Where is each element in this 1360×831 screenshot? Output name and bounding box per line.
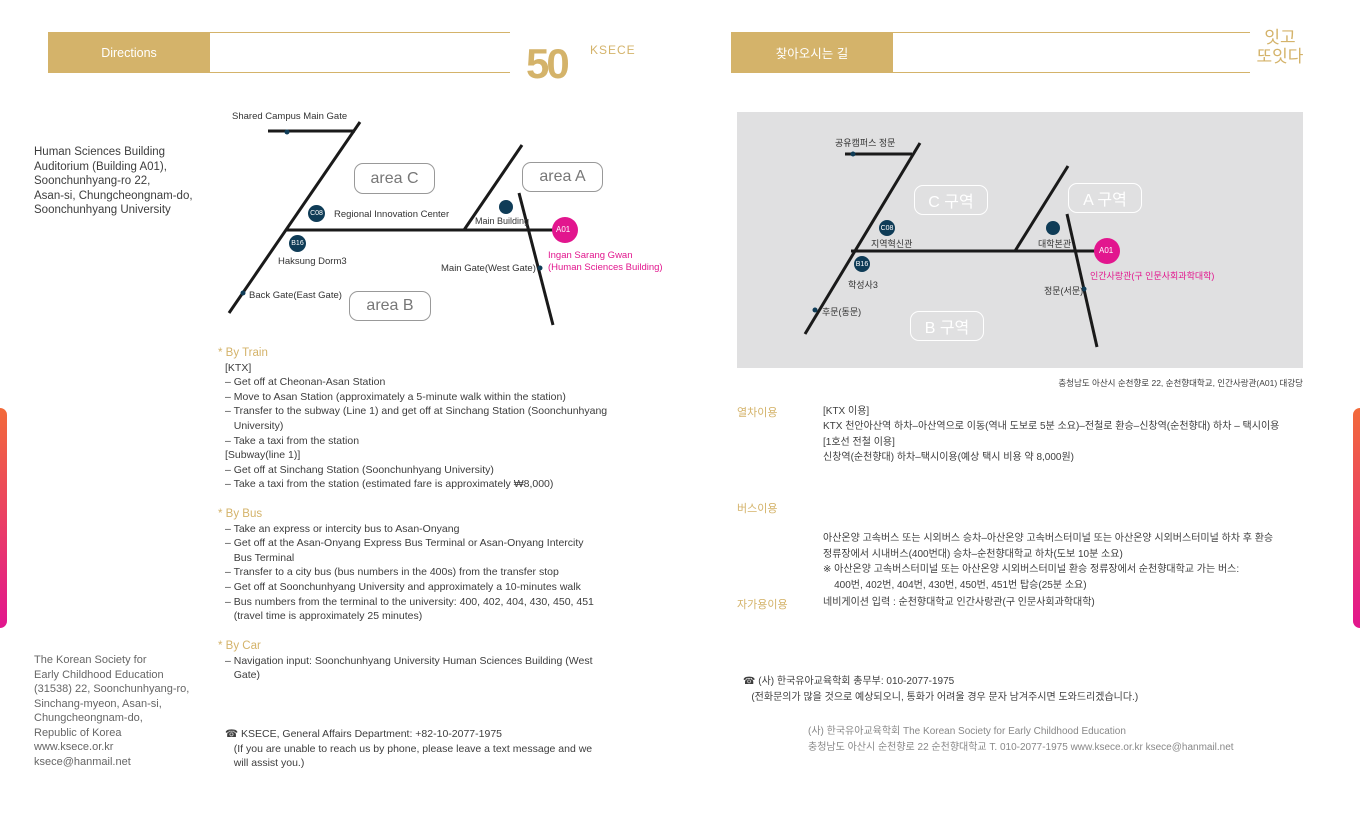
area-a-ko: A 구역 [1068,183,1142,213]
area-c: area C [354,163,435,194]
area-c-ko: C 구역 [914,185,988,215]
logo-ko: 잇고 또잇다 [1256,28,1304,66]
c08-marker: C08 [308,205,325,222]
c08-marker-ko: C08 [879,220,895,236]
regional-label-ko: 지역혁신관 [871,239,913,249]
area-b: area B [349,291,431,321]
main-building-label: Main Building [475,216,530,226]
header-directions-ko: 찾아오시는 길 [731,32,893,73]
by-car: * By Car – Navigation input: Soonchunhya… [218,640,593,682]
area-a: area A [522,162,603,192]
haksung-label: Haksung Dorm3 [278,256,347,267]
haksung-label-ko: 학성사3 [848,280,878,290]
car-info-ko: 네비게이션 입력 : 순천향대학교 인간사랑관(구 인문사회과학대학) [823,597,1095,608]
main-gate-label: Main Gate(West Gate) [441,263,536,274]
campus-map-ko [737,112,1303,368]
area-b-ko: B 구역 [910,311,984,341]
ingan-label: Ingan Sarang Gwan(Human Sciences Buildin… [548,250,663,273]
divider [210,72,510,73]
shared-gate-label: Shared Campus Main Gate [232,111,348,122]
main-building-label-ko: 대학본관 [1038,239,1072,249]
shared-gate-label-ko: 공유캠퍼스 정문 [835,138,896,148]
back-gate-label: Back Gate(East Gate) [249,290,342,301]
a01-label: A01 [556,225,571,234]
page-tab-left [0,408,7,628]
map-caption: 충청남도 아산시 순천향로 22, 순천향대학교, 인간사랑관(A01) 대강당 [1058,378,1303,388]
by-train: * By Train [KTX]– Get off at Cheonan-Asa… [218,347,608,491]
train-info-ko: [KTX 이용]KTX 천안아산역 하차–아산역으로 이동(역내 도보로 5분 … [823,406,1280,463]
a01-label-ko: A01 [1099,246,1114,255]
divider [893,32,1250,33]
a01-marker [552,217,578,243]
b16-marker: B16 [289,235,306,252]
society-footer-ko: (사) 한국유아교육학회 The Korean Society for Earl… [808,726,1234,753]
car-title-ko: 자가용이용 [737,599,788,611]
logo-50: 50 [526,40,570,87]
main-building-marker [499,200,513,214]
regional-label: Regional Innovation Center [334,209,450,220]
bus-title-ko: 버스이용 [737,503,778,515]
contact-info: ☎ KSECE, General Affairs Department: +82… [225,728,593,770]
main-gate-label-ko: 정문(서문) [1044,286,1084,296]
divider [210,32,510,33]
page-tab-right [1353,408,1360,628]
back-gate-label-ko: 후문(동문) [822,307,862,317]
contact-info-ko: ☎ (사) 한국유아교육학회 총무부: 010-2077-1975 (전화문의가… [743,676,1139,703]
ingan-label-ko: 인간사랑관(구 인문사회과학대학) [1090,271,1215,281]
by-bus: * By Bus – Take an express or intercity … [218,508,594,623]
header-directions: Directions [48,32,210,73]
bus-info-ko: 아산온양 고속버스 또는 시외버스 승차–아산온양 고속버스터미널 또는 아산온… [823,533,1274,591]
divider [893,72,1250,73]
campus-map-ko-lines [803,142,1120,348]
b16-marker-ko: B16 [854,256,870,272]
logo-brand: KSECE [590,43,636,57]
train-title-ko: 열차이용 [737,407,778,419]
campus-map [227,121,578,326]
